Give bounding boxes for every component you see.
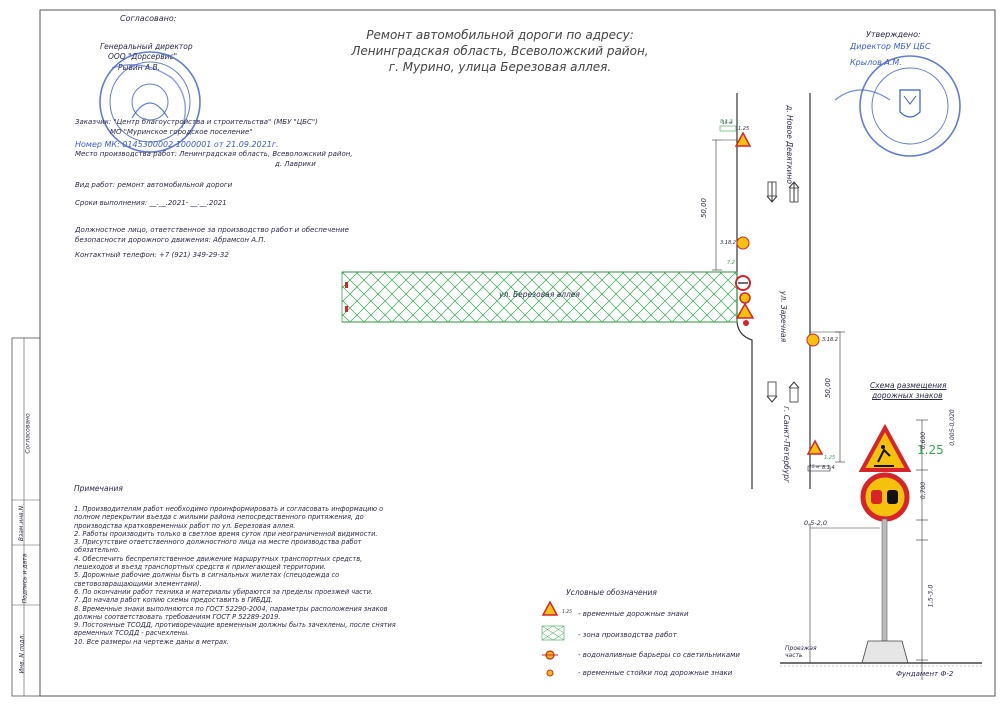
dimension-bottom: 50,00 <box>824 377 833 399</box>
customer-line: Заказчик: "Центр благоустройства и строи… <box>75 118 318 126</box>
sign-scheme-drawing <box>780 419 982 680</box>
sign-distance-top: 15 м <box>722 121 733 126</box>
sign-code-detour-2: 3.18.2 <box>822 337 838 343</box>
sign-code-7-2: 7.2 <box>727 260 735 266</box>
legend-item-barriers: - водоналивные барьеры со светильниками <box>578 651 740 659</box>
customer-line-2: МО "Муринское городское поселение" <box>110 128 253 136</box>
phone-line: Контактный телефон: +7 (921) 349-29-32 <box>75 251 229 259</box>
notes-header: Примечания <box>74 484 123 493</box>
note-line: световозвращающими элементами). <box>74 579 202 588</box>
scheme-title-1: Схема размещения <box>870 381 947 390</box>
note-line: 2. Работы производить только в светлое в… <box>74 529 378 538</box>
roadworks-sign-icon <box>735 302 755 319</box>
legend-item-signs: - временные дорожные знаки <box>578 610 689 618</box>
scheme-dim-700: 0,700 <box>920 481 928 500</box>
scheme-dim-side: 0,5-2,0 <box>804 519 828 527</box>
note-line: 1. Производителям работ необходимо проин… <box>74 505 384 513</box>
note-line: обязательно. <box>74 546 121 555</box>
work-terms-line: Сроки выполнения: __.__.2021- __.__.2021 <box>75 199 227 207</box>
legend-item-stands: - временные стойки под дорожные знаки <box>578 669 733 677</box>
note-line: 10. Все размеры на чертеже даны в метрах… <box>74 637 230 646</box>
scheme-foundation-label: Фундамент Ф-2 <box>896 670 954 678</box>
legend-title: Условные обозначения <box>566 588 657 597</box>
legend-item-zone: - зона производства работ <box>578 631 677 639</box>
legend-stand-icon <box>546 669 554 677</box>
sign-code-top-2: 1.25 <box>738 126 750 132</box>
street-cross-label: ул. Заречная <box>779 290 789 343</box>
warning-sign-icon <box>734 131 752 147</box>
title-line-1: Ремонт автомобильной дороги по адресу: <box>366 28 634 42</box>
sign-distance-bottom: 15 м <box>809 465 820 470</box>
note-line: 6. По окончании работ техника и материал… <box>74 587 373 596</box>
title-line-2: Ленинградская область, Всеволожский райо… <box>351 44 649 58</box>
note-line: должны соответствовать требованиям ГОСТ … <box>74 612 281 621</box>
note-line: 9. Постоянные ТСОДД, противоречащие врем… <box>74 621 396 630</box>
title-line-3: г. Мурино, улица Березовая аллея. <box>388 60 612 74</box>
note-line: 5. Дорожные рабочие должны быть в сигнал… <box>74 571 340 580</box>
roadworks-sign-icon-2 <box>806 439 824 455</box>
scheme-dim-top: 0,005-0,020 <box>948 409 956 446</box>
note-line: полном перекрытии въезда с жилыми района… <box>74 513 364 522</box>
responsible-line: Должностное лицо, ответственное за произ… <box>75 226 349 234</box>
approved-signature: Директор МБУ ЦБС <box>850 42 931 51</box>
roadworks-triangle-sign <box>858 423 912 472</box>
legend-sign-code: 1.25 <box>562 610 573 615</box>
direction-north-label: д. Новое Девяткино <box>784 105 794 184</box>
detour-sign-icon-2 <box>806 333 820 347</box>
agreed-org: ООО "Дорсервис" <box>108 52 178 61</box>
scheme-sign-code: 1.25 <box>917 443 944 457</box>
dimension-top: 50,00 <box>700 197 709 219</box>
sign-code-top: 8.1.3 <box>720 119 733 125</box>
sign-code-bottom-2: 8.1.4 <box>822 465 835 471</box>
approved-label: Утверждено: <box>866 30 921 39</box>
agreed-label: Согласовано: <box>120 14 177 23</box>
barrier-light-icon <box>739 292 751 304</box>
scheme-dim-600: 0,600 <box>920 431 928 450</box>
responsible-line-2: безопасности дорожного движения: Абрамсо… <box>75 236 266 244</box>
note-line: пешеходов и въезд транспортных средств к… <box>74 563 326 572</box>
dorservis-stamp-icon <box>99 51 201 153</box>
work-type-line: Вид работ: ремонт автомобильной дороги <box>75 181 233 189</box>
agreed-position: Генеральный директор <box>100 42 193 51</box>
sign-code-detour: 3.18.2 <box>720 240 736 246</box>
note-line: временных ТСОДД - расчехлены. <box>74 629 190 638</box>
note-line: 4. Обеспечить беспрепятственное движение… <box>74 554 363 563</box>
note-line: 7. До начала работ копию схемы предостав… <box>74 596 273 605</box>
work-place-line: Место производства работ: Ленинградская … <box>75 150 353 158</box>
scheme-title-2: дорожных знаков <box>872 391 943 400</box>
note-line: производства кратковременных работ по ул… <box>74 521 296 530</box>
legend-symbols <box>541 600 565 677</box>
note-line: 8. Временные знаки выполняются по ГОСТ 5… <box>74 604 388 613</box>
scheme-carriage-label: Проезжая часть <box>785 645 817 659</box>
approved-name: Крылов А.М. <box>850 58 902 67</box>
agreed-name: Рывин А.В. <box>118 63 161 72</box>
legend-zone-icon <box>541 625 565 641</box>
no-overtaking-sign <box>860 472 910 522</box>
scheme-dim-height: 1,5-3,0 <box>926 584 935 608</box>
work-zone <box>341 271 738 323</box>
sign-code-bottom: 1.25 <box>824 455 836 461</box>
contract-number-handwritten: Номер МК: 0145300002 1000001 от 21.09.20… <box>75 140 279 149</box>
detour-sign-icon <box>736 236 750 250</box>
street-main-label: ул. Березовая аллея <box>499 290 580 299</box>
mbu-stamp-icon <box>834 55 961 157</box>
work-place-line-2: д. Лаврики <box>275 160 316 168</box>
note-line: 3. Присутствие ответственного должностно… <box>74 538 362 547</box>
legend-sign-icon <box>541 600 559 616</box>
notes-list: 1. Производителям работ необходимо проин… <box>74 505 404 646</box>
